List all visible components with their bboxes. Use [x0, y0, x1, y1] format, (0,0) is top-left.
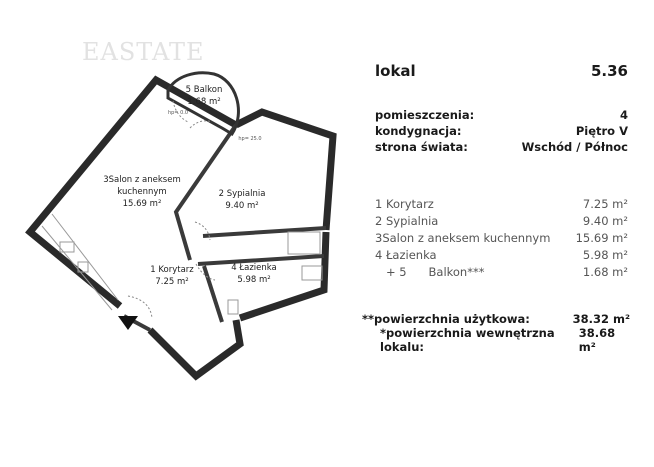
lazienka-name: 4 Łazienka: [231, 263, 277, 273]
balkon-hp: hp= 0.0: [168, 110, 188, 116]
watermark: EASTATE: [82, 38, 205, 66]
salon-area: 15.69 m²: [123, 199, 162, 209]
room-label: 2 Sypialnia: [375, 214, 439, 228]
kitchen-counter: [41, 213, 119, 311]
summary-value: 38.32 m²: [572, 312, 630, 326]
room-label: 1 Korytarz: [375, 197, 434, 211]
detail-label: kondygnacja:: [375, 124, 462, 138]
sypialnia-name: 2 Sypialnia: [219, 189, 266, 199]
detail-value: Wschód / Północ: [521, 140, 628, 154]
room-area: 7.25 m²: [582, 197, 628, 211]
detail-label: pomieszczenia:: [375, 108, 475, 122]
summary-value: 38.68 m²: [578, 326, 616, 354]
room-label: 4 Łazienka: [375, 248, 437, 262]
unit-number: 5.36: [590, 62, 628, 80]
detail-row-orientation: strona świata: Wschód / Północ: [375, 140, 628, 154]
balkon-area: 1.68 m²: [187, 97, 220, 107]
floor-plan-drawing: 5 Balkon 1.68 m² 3Salon z aneksem kuchen…: [25, 71, 337, 381]
salon-name-2: kuchennym: [117, 187, 166, 197]
room-row: 3Salon z aneksem kuchennym 15.69 m²: [375, 231, 628, 245]
unit-title: lokal: [375, 62, 416, 80]
room-row: 4 Łazienka 5.98 m²: [375, 248, 628, 262]
room-area: 1.68 m²: [582, 265, 628, 279]
room-row: 1 Korytarz 7.25 m²: [375, 197, 628, 211]
floor-plan: EASTATE: [25, 38, 337, 381]
detail-label: strona świata:: [375, 140, 468, 154]
detail-row-floor: kondygnacja: Piętro V: [375, 124, 628, 138]
room-label: 3Salon z aneksem kuchennym: [375, 231, 551, 245]
korytarz-area: 7.25 m²: [155, 277, 188, 287]
entrance-arrow: [118, 316, 138, 330]
room-area: 5.98 m²: [582, 248, 628, 262]
room-label: + 5 Balkon***: [375, 265, 485, 279]
balcony-outline: [166, 71, 240, 137]
info-panel: lokal 5.36 pomieszczenia: 4 kondygnacja:…: [360, 0, 654, 463]
room-row: + 5 Balkon*** 1.68 m²: [375, 265, 628, 279]
salon-name-1: 3Salon z aneksem: [103, 175, 181, 185]
summary-row-internal: *powierzchnia wewnętrzna lokalu: 38.68 m…: [380, 326, 630, 354]
balkon-name: 5 Balkon: [186, 85, 223, 95]
sypialnia-hp: hp= 25.0: [238, 136, 261, 142]
room-area: 15.69 m²: [575, 231, 628, 245]
korytarz-name: 1 Korytarz: [150, 265, 194, 275]
door-swings: [127, 100, 216, 319]
detail-value: 4: [619, 108, 628, 122]
outer-walls: [25, 75, 337, 381]
summary-row-usable: **powierzchnia użytkowa: 38.32 m²: [362, 312, 630, 326]
lazienka-area: 5.98 m²: [237, 275, 270, 285]
detail-value: Piętro V: [575, 124, 628, 138]
bathroom-fixtures: [227, 231, 323, 315]
room-area: 9.40 m²: [582, 214, 628, 228]
detail-row-rooms: pomieszczenia: 4: [375, 108, 628, 122]
room-row: 2 Sypialnia 9.40 m²: [375, 214, 628, 228]
sypialnia-area: 9.40 m²: [225, 201, 258, 211]
summary-label: **powierzchnia użytkowa:: [362, 312, 530, 326]
interior-walls: [123, 123, 327, 332]
summary-label: *powierzchnia wewnętrzna lokalu:: [380, 326, 555, 354]
